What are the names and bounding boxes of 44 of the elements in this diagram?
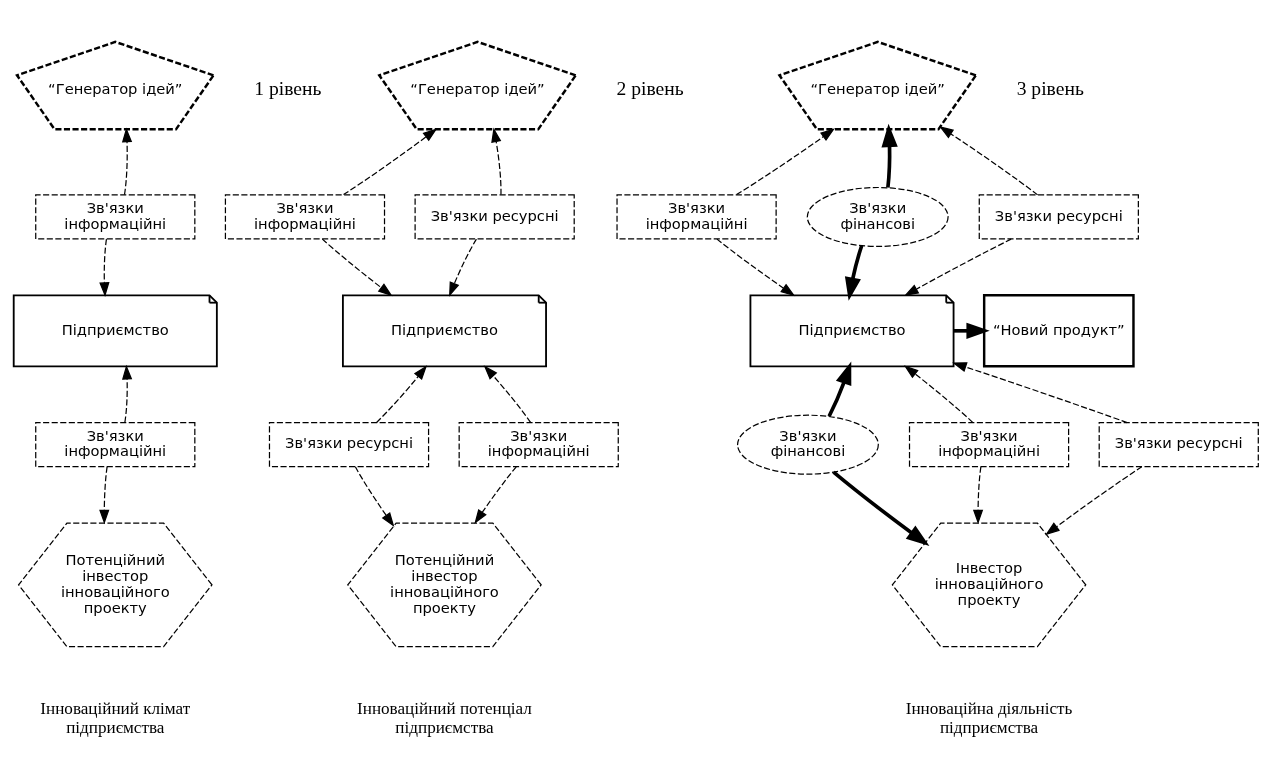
node-box: Зв'язки ресурсні [1098,422,1259,468]
arrow [953,322,990,339]
label: Інноваційний клімат підприємства [40,699,191,737]
arrow [881,123,898,188]
arrow [716,238,796,297]
arrow [483,365,532,424]
label: Інноваційна діяльність підприємства [905,699,1073,737]
node-box: Зв'язки ресурсні [978,194,1139,240]
arrow [449,238,477,297]
arrow [827,361,852,418]
arrow [375,365,428,424]
arrow [952,362,1128,424]
arrow [904,238,1012,297]
label: 3 рівень [1016,77,1084,99]
node-box: Зв'язки інформаційні [35,194,196,240]
arrow [99,466,110,525]
arrow [844,245,864,301]
label: 1 рівень [254,77,322,99]
arrow [99,238,110,297]
node-box: Зв'язки ресурсні [268,422,430,468]
arrow [121,364,133,424]
node-box: Зв'язки інформаційні [458,422,619,468]
label: 2 рівень [616,77,684,99]
node-ellipse: Зв'язки фінансові [806,186,949,248]
arrow [121,127,133,196]
node-box: Зв'язки інформаційні [616,194,777,240]
node-box: Зв'язки інформаційні [908,422,1070,468]
node-ellipse: Зв'язки фінансові [736,414,879,475]
arrow [354,466,395,528]
node-box: Зв'язки інформаційні [224,194,386,240]
node-box: Зв'язки інформаційні [35,422,196,468]
arrow [972,466,984,525]
node-box: “Новий продукт” [982,294,1135,368]
arrow [321,238,393,297]
arrow [1045,466,1143,536]
arrow [736,128,835,196]
node-box: Зв'язки ресурсні [414,194,575,240]
arrow [342,128,438,196]
arrow [474,466,517,525]
arrow [938,126,1039,196]
arrow [832,470,930,546]
label: Інноваційний потенціал підприємства [357,699,532,737]
arrow [903,365,974,423]
arrow [491,127,502,196]
